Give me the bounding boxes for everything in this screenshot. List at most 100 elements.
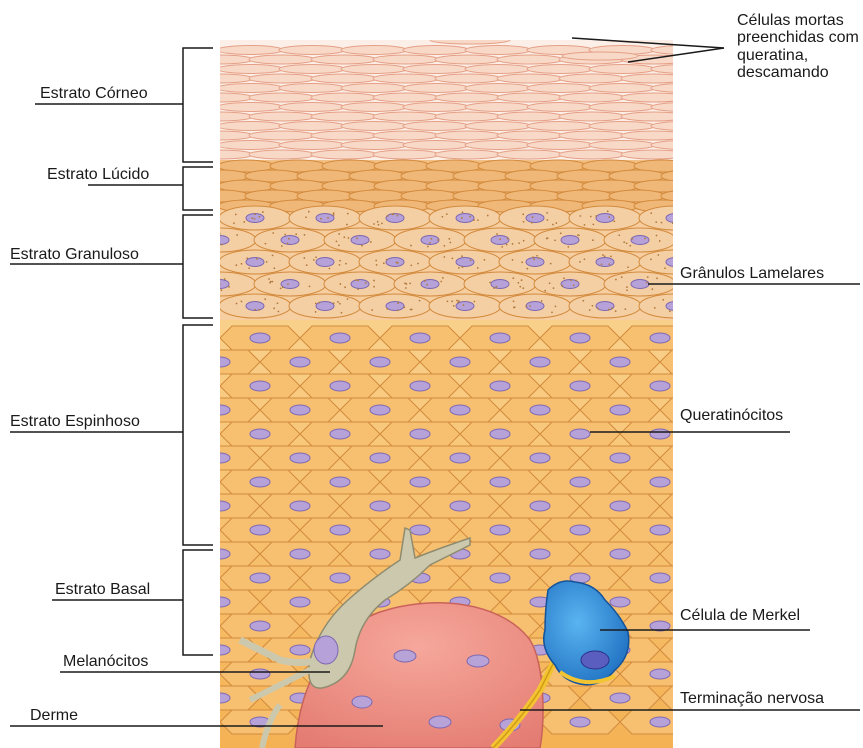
granule (662, 299, 664, 301)
granule (682, 311, 684, 313)
granule (592, 223, 594, 225)
granule (463, 304, 465, 306)
granule (521, 261, 523, 263)
corneo-cell (589, 141, 655, 150)
granule (221, 244, 223, 246)
corneo-cell (373, 150, 439, 159)
granule (544, 290, 546, 292)
granule (449, 242, 451, 244)
granule (519, 286, 521, 288)
granule (626, 289, 628, 291)
corneo-cell (217, 122, 283, 131)
granule (595, 215, 597, 217)
granule (533, 258, 535, 260)
granule (597, 307, 599, 309)
nucleus (596, 302, 614, 311)
granule (327, 217, 329, 219)
corneo-cell (589, 84, 655, 93)
corneo-cell (589, 122, 655, 131)
granule (451, 258, 453, 260)
corneo-cell (559, 74, 625, 83)
granule (621, 276, 623, 278)
granule (704, 235, 706, 237)
corneo-cell (187, 112, 253, 121)
granule (346, 224, 348, 226)
loose-flake (430, 36, 510, 44)
corneo-cell (279, 103, 345, 112)
corneo-cell (527, 65, 593, 74)
corneo-cell (279, 46, 345, 55)
nucleus (421, 280, 439, 289)
granule (608, 263, 610, 265)
granule (469, 216, 471, 218)
granule (375, 260, 377, 262)
granule (680, 255, 682, 257)
corneo-cell (373, 93, 439, 102)
granule (437, 239, 439, 241)
nucleus (530, 549, 550, 559)
granule (306, 264, 308, 266)
nucleus (650, 669, 670, 679)
granule (470, 259, 472, 261)
nucleus (410, 525, 430, 535)
corneo-cell (311, 150, 377, 159)
corneo-cell (621, 131, 687, 140)
nucleus (490, 429, 510, 439)
corneo-cell (435, 74, 501, 83)
keratinocyte (660, 638, 740, 662)
nucleus (330, 429, 350, 439)
corneo-cell (651, 103, 717, 112)
corneo-cell (249, 55, 315, 64)
corneo-cells (187, 30, 717, 159)
granule (651, 288, 653, 290)
granule (347, 237, 349, 239)
granule (623, 241, 625, 243)
granule (315, 303, 317, 305)
granule (405, 287, 407, 289)
nucleus (316, 214, 334, 223)
nucleus (690, 357, 710, 367)
granule (656, 235, 658, 237)
granule (584, 258, 586, 260)
corneo-cell (311, 131, 377, 140)
granule (563, 277, 565, 279)
granule (656, 277, 658, 279)
nucleus (561, 236, 579, 245)
granule (555, 306, 557, 308)
granule (254, 218, 256, 220)
granule (615, 279, 617, 281)
granule (462, 266, 464, 268)
nucleus (610, 693, 630, 703)
nucleus (650, 381, 670, 391)
granule (221, 289, 223, 291)
granule (513, 300, 515, 302)
granule (553, 287, 555, 289)
granule (590, 216, 592, 218)
nucleus (690, 597, 710, 607)
granule (448, 238, 450, 240)
granule (305, 216, 307, 218)
nucleus (530, 501, 550, 511)
granule (627, 266, 629, 268)
corneo-cell (589, 65, 655, 74)
granule (512, 277, 514, 279)
corneo-cell (621, 74, 687, 83)
corneo-cell (651, 141, 717, 150)
corneo-cell (589, 103, 655, 112)
label-terminacao-nervosa: Terminação nervosa (680, 691, 824, 707)
granule (701, 232, 703, 234)
granule (395, 261, 397, 263)
granule (601, 263, 603, 265)
granule (337, 301, 339, 303)
granule (615, 310, 617, 312)
corneo-cell (311, 55, 377, 64)
label-estrato-espinhoso: Estrato Espinhoso (10, 414, 140, 430)
granule (271, 281, 273, 283)
nucleus (690, 549, 710, 559)
granule (373, 280, 375, 282)
granule (280, 288, 282, 290)
granule (584, 224, 586, 226)
nucleus (490, 573, 510, 583)
nucleus (330, 381, 350, 391)
granule (624, 308, 626, 310)
